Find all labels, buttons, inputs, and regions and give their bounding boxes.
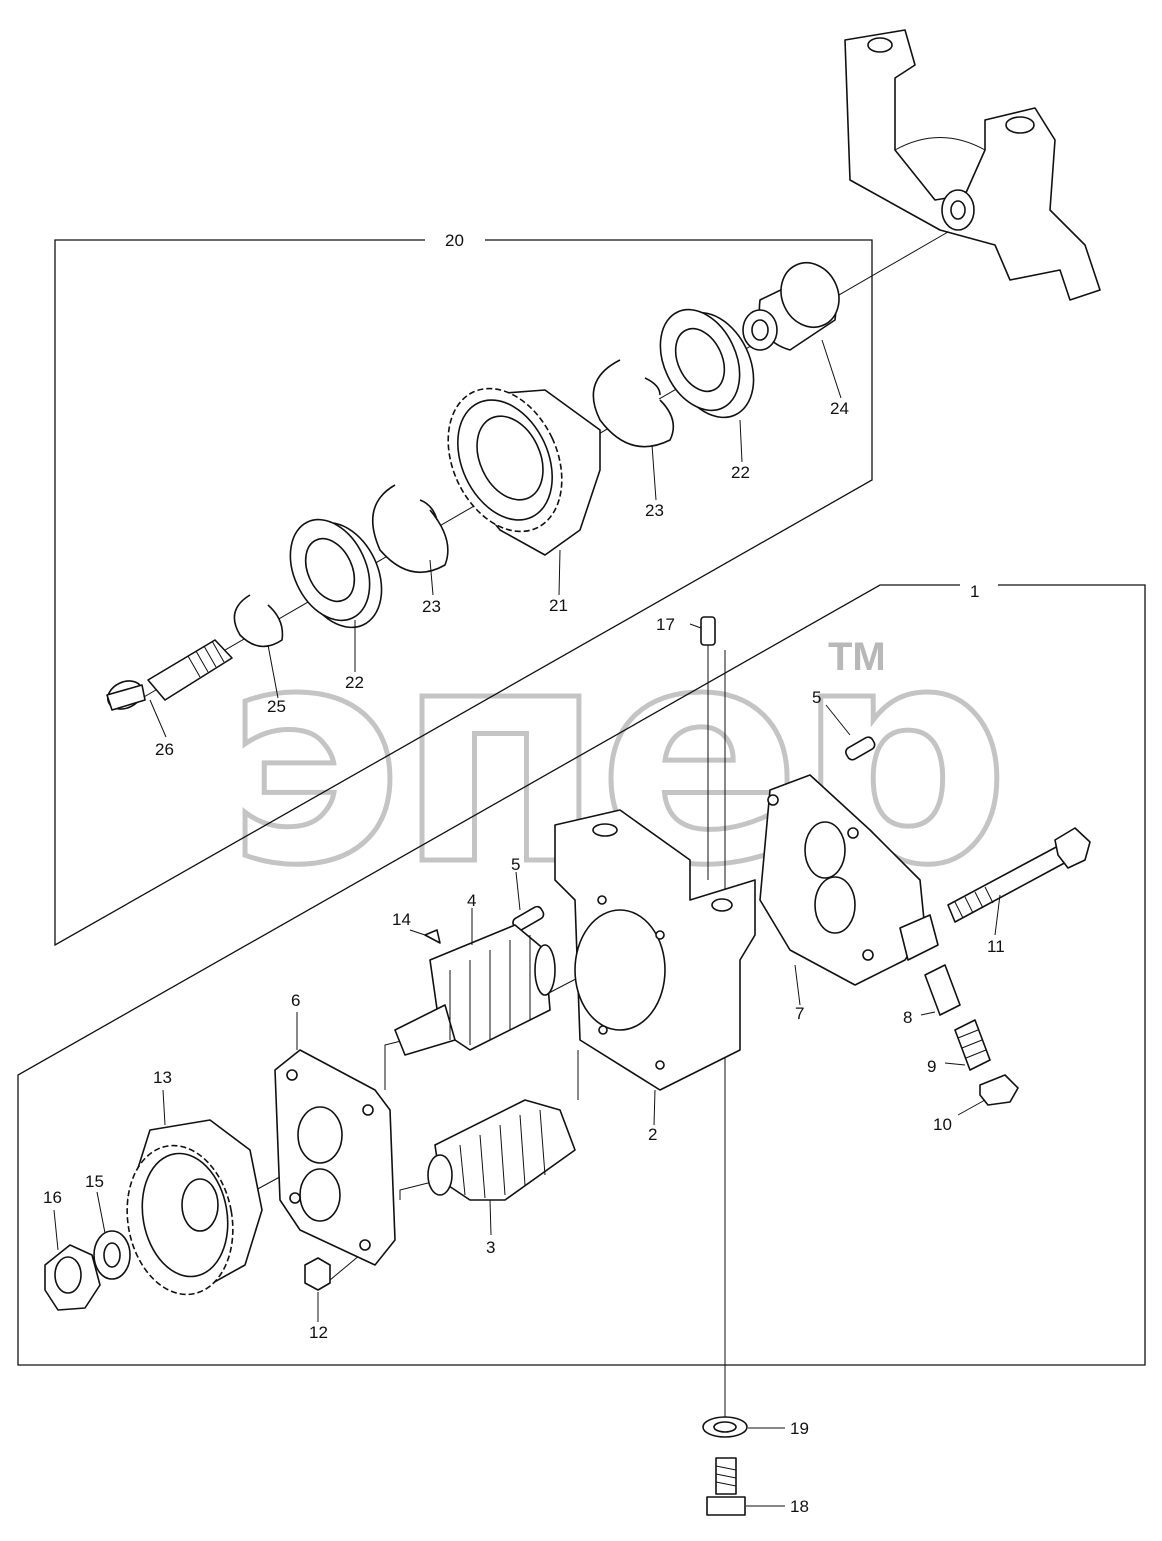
nut-16 (44, 1244, 101, 1311)
circlip-23-lower (372, 484, 449, 574)
leader-shaft3 (399, 1179, 441, 1200)
plate-6 (274, 1049, 396, 1266)
pin-17 (700, 616, 716, 880)
circlip-23-upper (592, 359, 675, 448)
plug-10 (979, 1074, 1019, 1106)
callout-14: 14 (392, 910, 411, 929)
callout-7: 7 (795, 1004, 804, 1023)
leader-lines (53, 339, 1001, 1507)
group-frame-20 (54, 239, 873, 947)
callout-22-lower: 22 (345, 673, 364, 692)
callout-labels: 1 2 3 4 5 5 6 7 8 9 10 11 12 13 14 15 16… (43, 231, 1005, 1516)
callout-15: 15 (85, 1172, 104, 1191)
callout-8: 8 (903, 1008, 912, 1027)
bearing-block (844, 29, 1101, 301)
cover-7 (759, 774, 939, 986)
callout-10: 10 (933, 1115, 952, 1134)
washer-19 (702, 1416, 748, 1438)
callout-1: 1 (970, 582, 979, 601)
spring-9 (954, 1019, 991, 1071)
bearing-22-upper (659, 308, 755, 419)
bolt-26 (106, 639, 233, 711)
callout-5-right: 5 (812, 688, 821, 707)
callout-26: 26 (155, 740, 174, 759)
washer-15 (93, 1230, 131, 1280)
gear-shaft-3 (427, 1099, 576, 1201)
callout-25: 25 (267, 697, 286, 716)
pump-body-2 (554, 809, 756, 1091)
callout-22-upper: 22 (731, 463, 750, 482)
group-frame-1 (17, 584, 1146, 1366)
callout-24: 24 (830, 399, 849, 418)
plunger-8 (924, 964, 961, 1016)
leader-nut-12 (329, 1254, 361, 1281)
bearing-22-lower (289, 518, 383, 629)
callout-12: 12 (309, 1323, 328, 1342)
callout-4: 4 (467, 891, 476, 910)
gear-13 (126, 1119, 263, 1296)
callout-5-left: 5 (511, 855, 520, 874)
dowel-5-right (845, 736, 876, 761)
callout-9: 9 (927, 1057, 936, 1076)
snap-ring-25 (233, 594, 284, 648)
watermark-trademark: TM (828, 635, 886, 679)
gear-21 (447, 387, 601, 556)
callout-11: 11 (987, 937, 1005, 956)
callout-23-upper: 23 (645, 501, 664, 520)
callout-21: 21 (549, 596, 568, 615)
nut-12 (304, 1257, 331, 1291)
bushing-24 (742, 262, 840, 351)
gear-shaft-4 (394, 924, 556, 1056)
bolt-18 (706, 1457, 746, 1516)
callout-20: 20 (445, 231, 464, 250)
key-14 (424, 929, 441, 944)
callout-18: 18 (790, 1497, 809, 1516)
callout-6: 6 (291, 991, 300, 1010)
callout-16: 16 (43, 1188, 62, 1207)
callout-17: 17 (656, 615, 675, 634)
leader-shaft4 (384, 1039, 406, 1090)
callout-13: 13 (153, 1068, 172, 1087)
callout-19: 19 (790, 1419, 809, 1438)
bolt-11 (947, 827, 1091, 923)
callout-23-lower: 23 (422, 597, 441, 616)
callout-2: 2 (648, 1125, 657, 1144)
callout-3: 3 (486, 1238, 495, 1257)
